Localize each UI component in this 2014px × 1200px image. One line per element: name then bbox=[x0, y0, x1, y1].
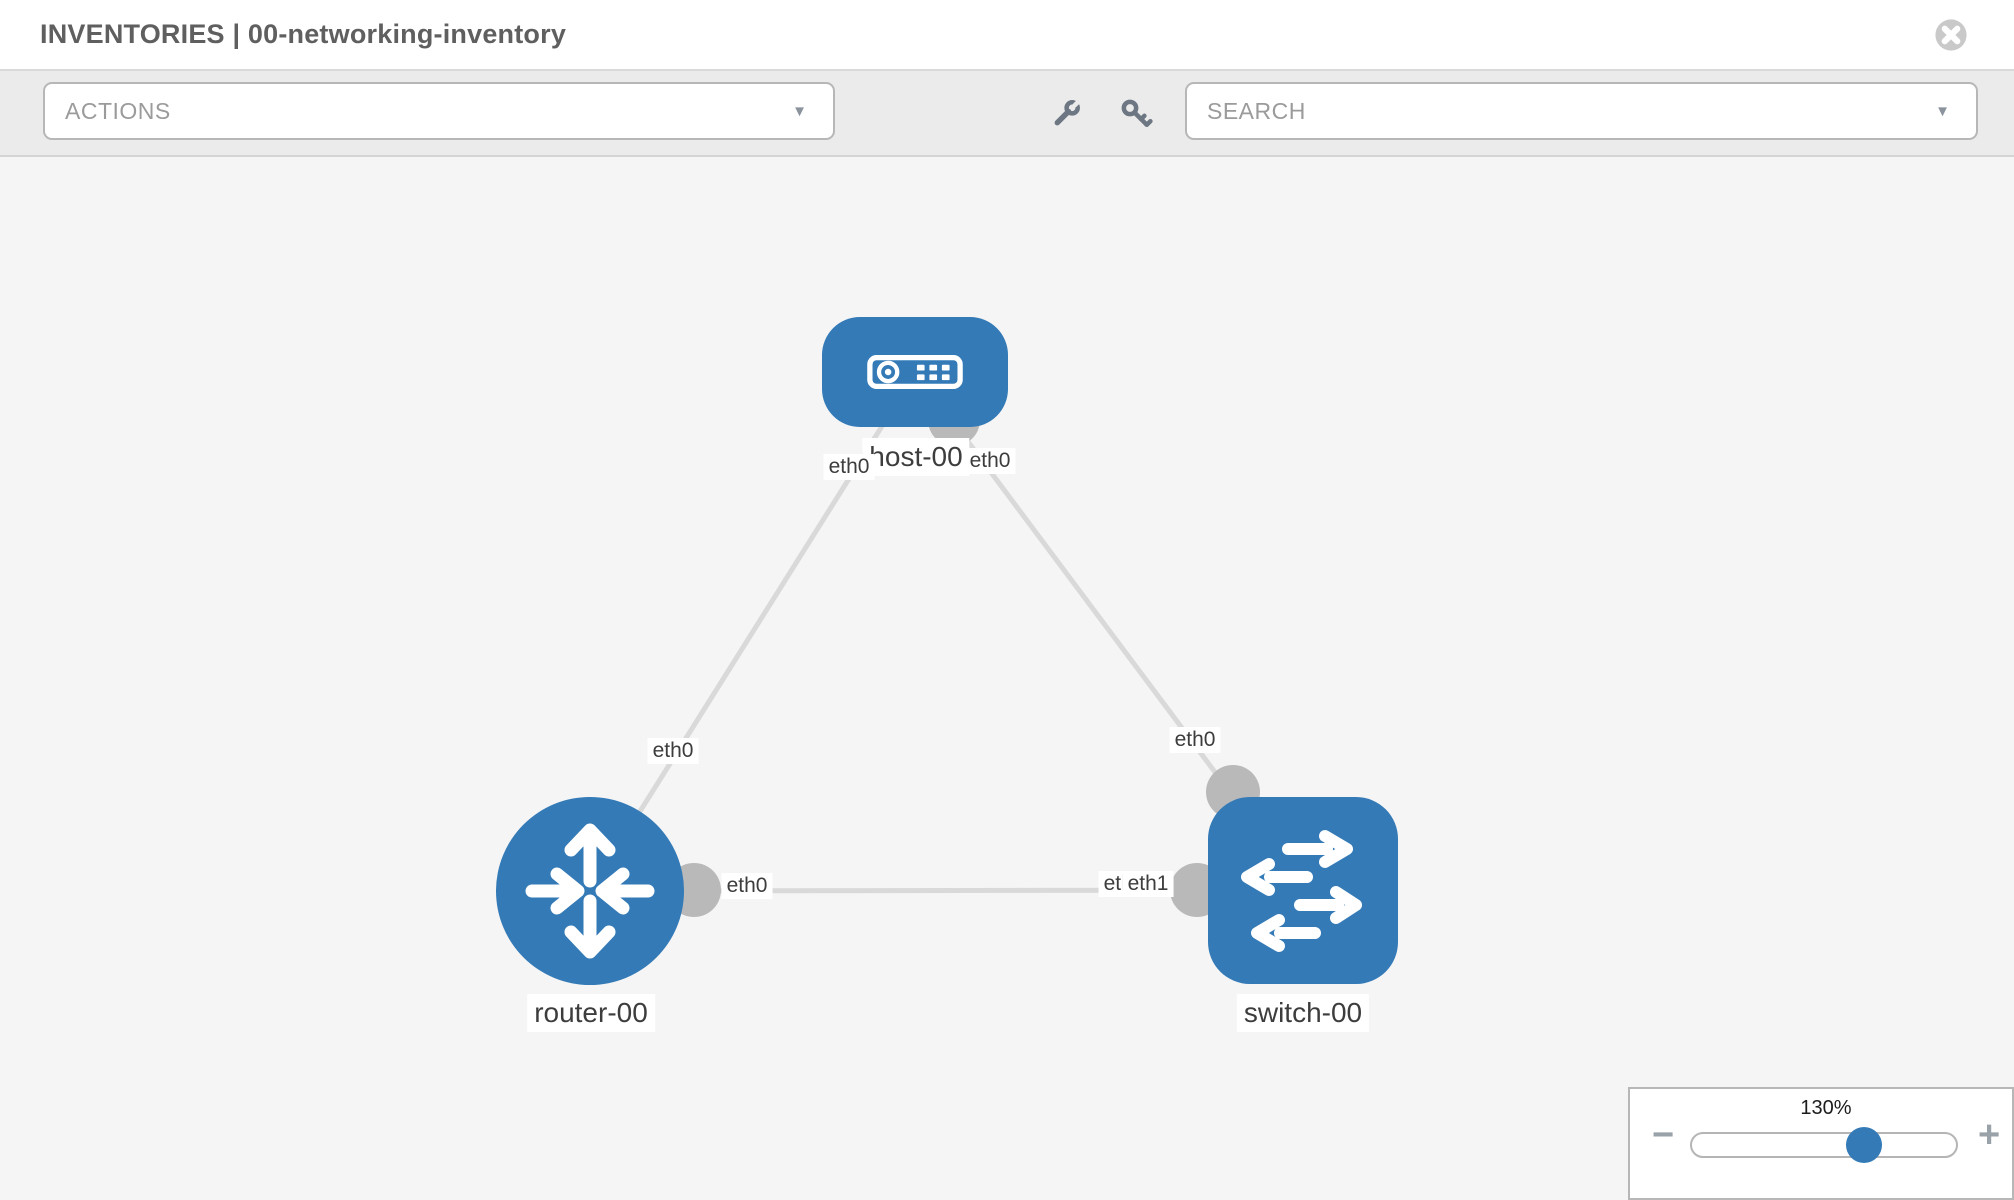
zoom-panel: 130% − + bbox=[1628, 1087, 2014, 1200]
iface-label-router-eth0-right: eth0 bbox=[721, 873, 773, 899]
key-button[interactable] bbox=[1118, 96, 1154, 132]
zoom-slider-knob[interactable] bbox=[1846, 1127, 1882, 1163]
page-title: INVENTORIES | 00-networking-inventory bbox=[40, 19, 567, 49]
zoom-in-button[interactable]: + bbox=[1978, 1114, 2001, 1156]
close-button[interactable] bbox=[1934, 18, 1968, 52]
close-icon bbox=[1935, 19, 1967, 51]
iface-label-host-eth0-right: eth0 bbox=[964, 448, 1016, 474]
host-icon bbox=[867, 354, 963, 390]
zoom-level: 130% bbox=[1800, 1097, 1852, 1119]
iface-label-switch-eth0-top: eth0 bbox=[1169, 727, 1221, 753]
node-label-host: host-00 bbox=[862, 438, 970, 476]
chevron-down-icon: ▼ bbox=[792, 102, 807, 120]
iface-label-router-eth0-up: eth0 bbox=[647, 738, 699, 764]
key-icon bbox=[1121, 99, 1153, 128]
node-label-switch: switch-00 bbox=[1236, 994, 1370, 1032]
zoom-slider-track[interactable] bbox=[1690, 1132, 1958, 1158]
search-dropdown-label: SEARCH bbox=[1207, 97, 1306, 124]
node-router-00[interactable] bbox=[496, 797, 684, 985]
wrench-icon bbox=[1054, 100, 1080, 126]
toolbar: ACTIONS ▼ SEARCH ▼ bbox=[0, 71, 2014, 157]
title-bar: INVENTORIES | 00-networking-inventory bbox=[0, 0, 2014, 71]
node-label-router: router-00 bbox=[527, 994, 655, 1032]
wrench-button[interactable] bbox=[1048, 96, 1084, 132]
iface-label-host-eth0-left: eth0 bbox=[823, 454, 875, 480]
topology-canvas[interactable] bbox=[0, 157, 2014, 1200]
node-host-00[interactable] bbox=[822, 317, 1008, 427]
zoom-out-button[interactable]: − bbox=[1652, 1114, 1675, 1156]
iface-label-switch-eth1: eth1 bbox=[1122, 871, 1174, 897]
node-switch-00[interactable] bbox=[1208, 797, 1398, 984]
actions-dropdown-label: ACTIONS bbox=[65, 97, 171, 124]
switch-icon bbox=[1241, 830, 1362, 952]
chevron-down-icon: ▼ bbox=[1935, 102, 1950, 120]
actions-dropdown[interactable]: ACTIONS ▼ bbox=[43, 82, 835, 140]
router-icon bbox=[525, 823, 655, 959]
search-dropdown[interactable]: SEARCH ▼ bbox=[1185, 82, 1978, 140]
